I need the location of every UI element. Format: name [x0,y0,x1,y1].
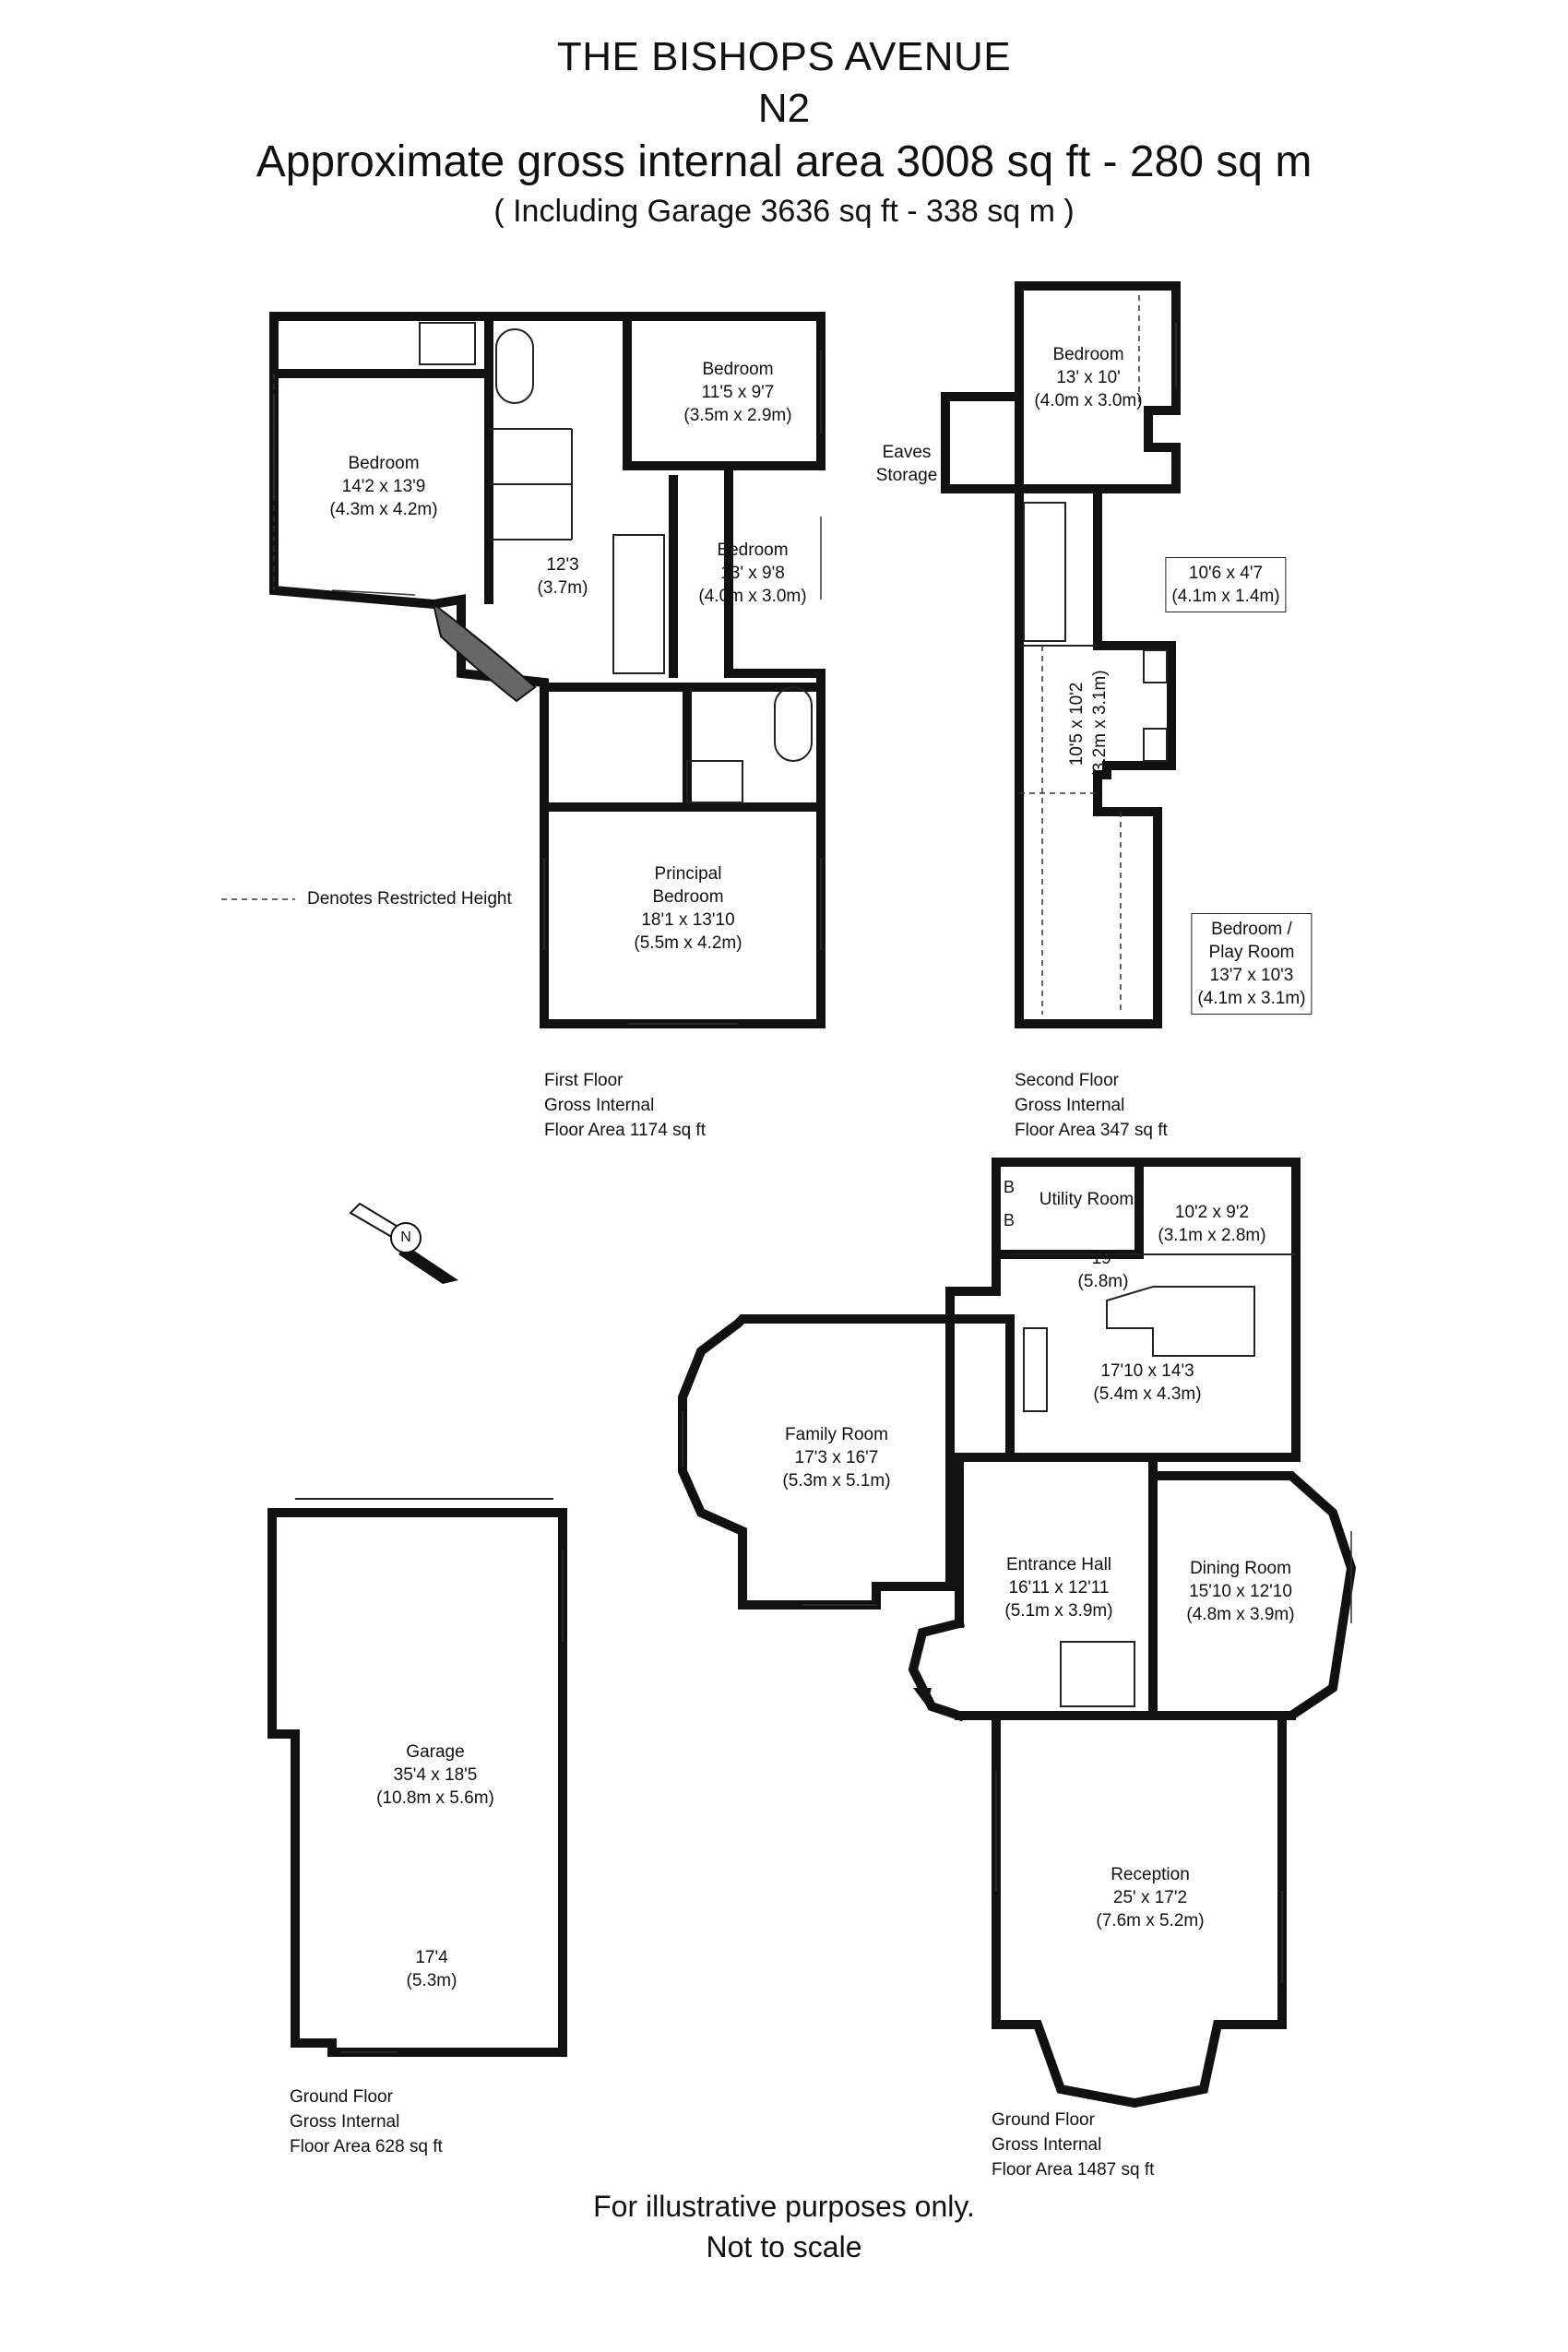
gf-kitchen-length: 19' (5.8m) [1077,1249,1129,1291]
sf-play-room-box: Bedroom / Play Room 13'7 x 10'3 (4.1m x … [1191,913,1313,1015]
gf-utility-room: Utility Room [1039,1190,1134,1209]
postcode: N2 [757,86,811,131]
sf-caption: Second Floor Gross Internal Floor Area 3… [1015,1071,1168,1140]
sf-eaves-storage: Eaves Storage [875,443,938,485]
gf-room-10x9: 10'2 x 9'2 (3.1m x 2.8m) [1158,1203,1266,1245]
garage-plan [267,1498,567,2057]
ff-principal-bedroom: Principal Bedroom 18'1 x 13'10 (5.5m x 4… [634,864,742,953]
ff-bedroom-2: Bedroom 11'5 x 9'7 (3.5m x 2.9m) [683,360,792,425]
ff-bedroom-1: Bedroom 14'2 x 13'9 (4.3m x 4.2m) [329,454,438,519]
gf-boiler-1: B [1004,1178,1016,1196]
compass-icon [349,1202,458,1284]
gf-boiler-2: B [1004,1211,1016,1229]
compass-letter: N [400,1229,411,1245]
footer-disclaimer: For illustrative purposes only. Not to s… [593,2190,975,2263]
garage-width: 17'4 (5.3m) [406,1948,457,1990]
second-floor-plan [941,281,1181,1028]
sf-bedroom: Bedroom 13' x 10' (4.0m x 3.0m) [1034,345,1143,410]
ff-bedroom-3: Bedroom 13' x 9'8 (4.0m x 3.0m) [698,540,807,606]
first-floor-plan [269,312,826,1028]
gf-kitchen: 17'10 x 14'3 (5.4m x 4.3m) [1093,1361,1202,1404]
gf-caption: Ground Floor Gross Internal Floor Area 1… [992,2110,1155,2180]
gf-family-room: Family Room 17'3 x 16'7 (5.3m x 5.1m) [782,1425,891,1491]
legend-restricted-height: Denotes Restricted Height [307,889,512,909]
garage-room: Garage 35'4 x 18'5 (10.8m x 5.6m) [376,1742,494,1808]
gross-area: Approximate gross internal area 3008 sq … [255,137,1313,186]
gf-reception: Reception 25' x 17'2 (7.6m x 5.2m) [1096,1865,1205,1930]
page-header: THE BISHOPS AVENUE N2 Approximate gross … [0,0,1568,232]
sf-landing-box: 10'6 x 4'7 (4.1m x 1.4m) [1165,557,1287,612]
ground-floor-plan [678,1158,1357,2108]
gross-area-garage: ( Including Garage 3636 sq ft - 338 sq m… [493,194,1075,229]
gf-entrance-hall: Entrance Hall 16'11 x 12'11 (5.1m x 3.9m… [1004,1555,1113,1621]
gf-dining-room: Dining Room 15'10 x 12'10 (4.8m x 3.9m) [1186,1559,1295,1624]
property-name: THE BISHOPS AVENUE [556,34,1012,79]
ff-caption: First Floor Gross Internal Floor Area 11… [544,1071,706,1140]
ff-landing: 12'3 (3.7m) [537,555,588,598]
garage-caption: Ground Floor Gross Internal Floor Area 6… [290,2087,443,2156]
sf-room-rotated: 10'5 x 10'2 (3.2m x 3.1m) [1067,670,1110,778]
